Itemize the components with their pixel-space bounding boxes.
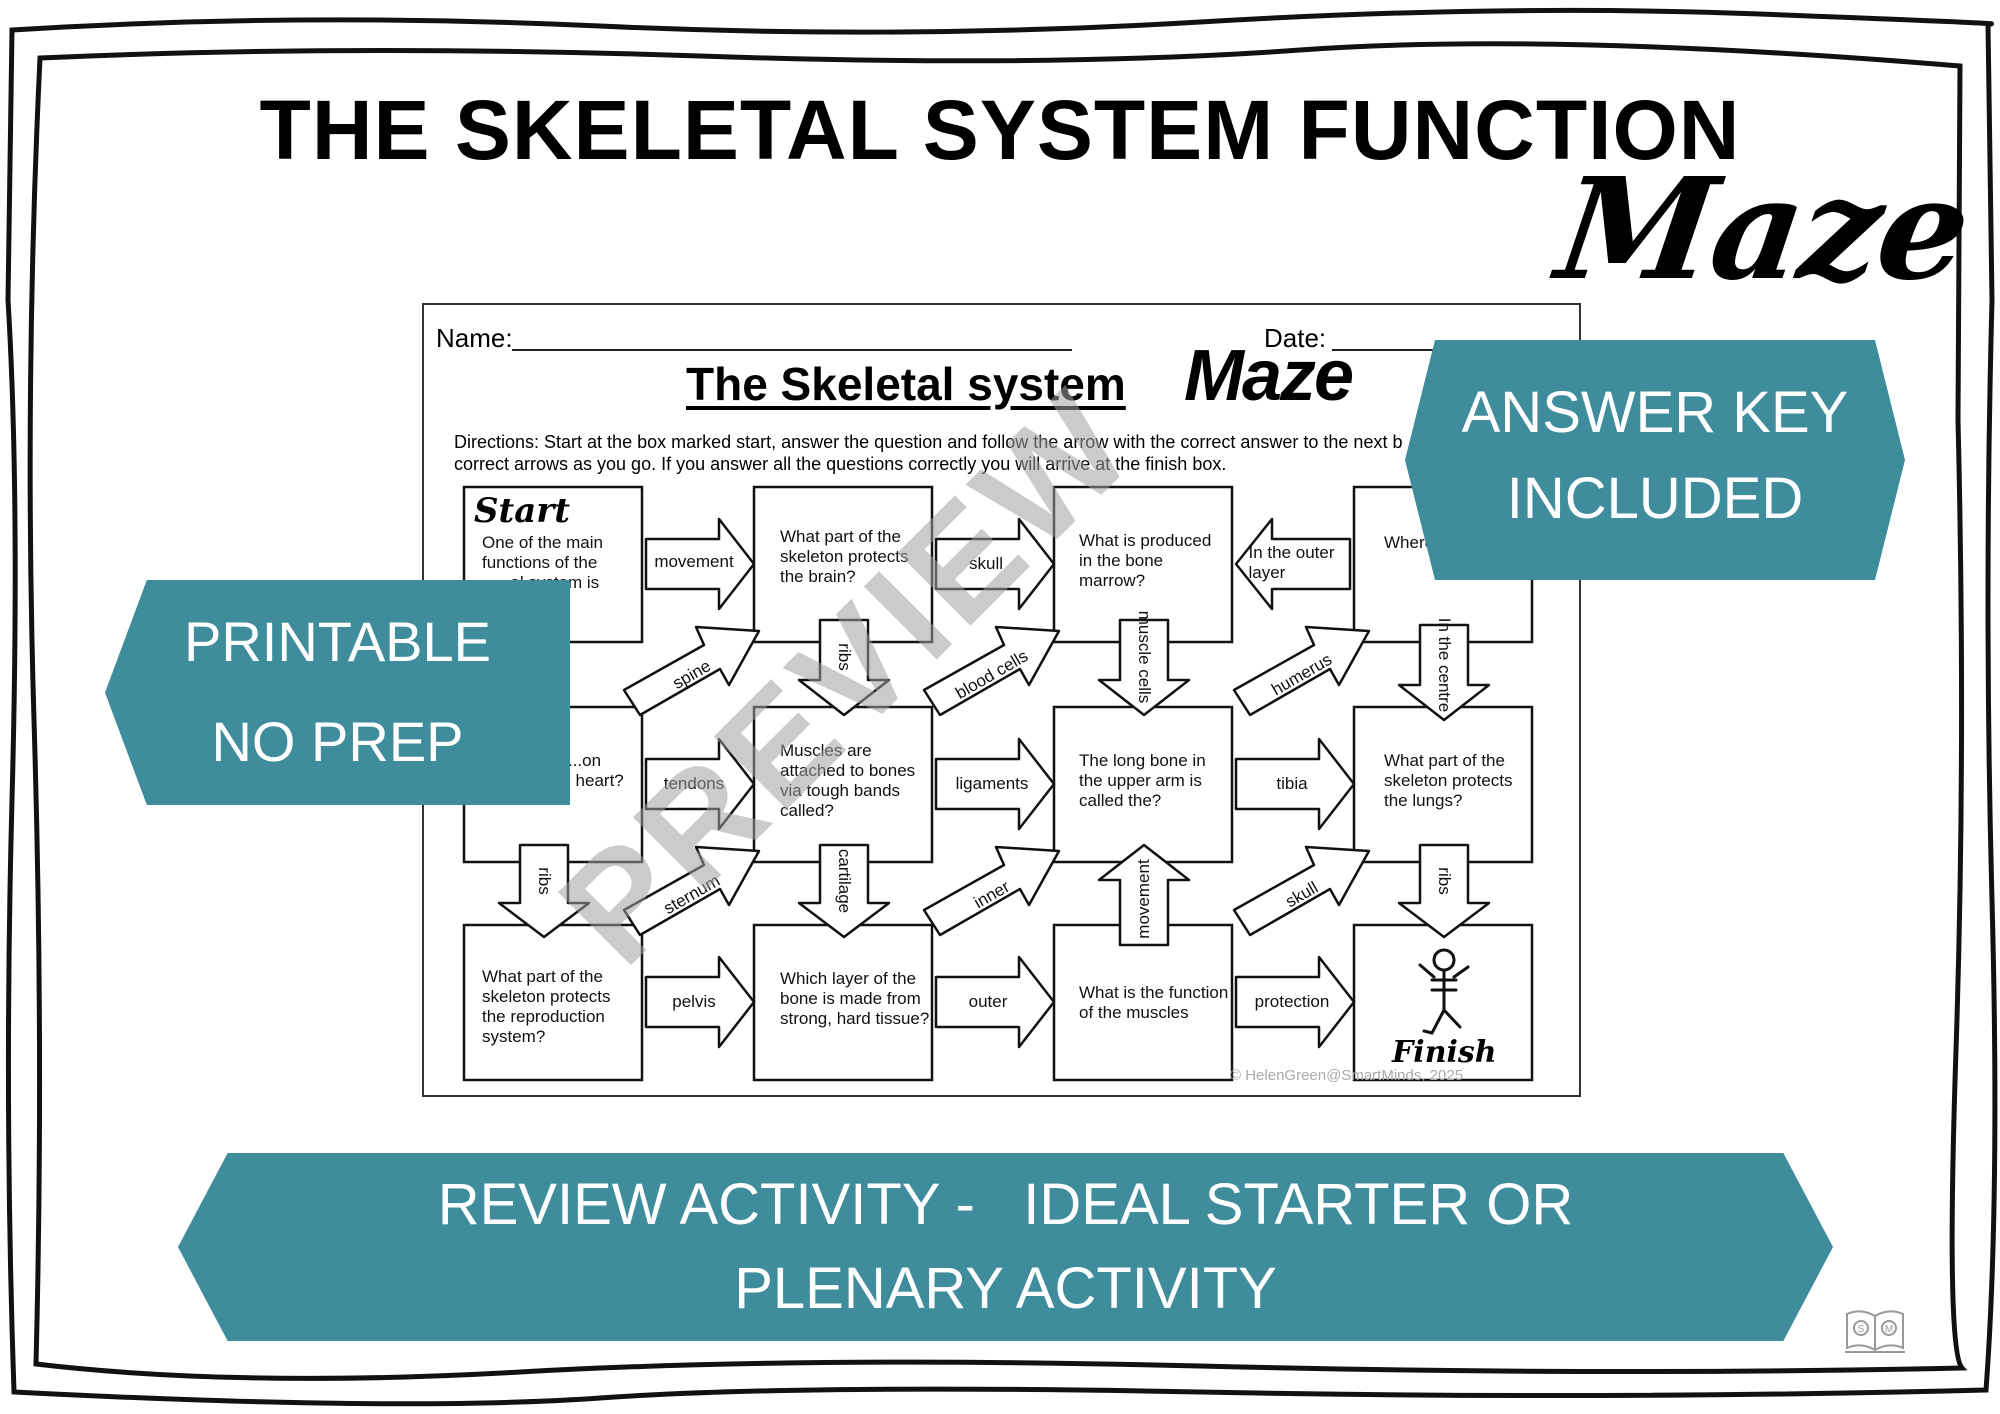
arrow-label-movement-up: movement: [1134, 859, 1153, 939]
arrow-label-outer: outer: [968, 992, 1008, 1011]
arrow-ribs-mid: [797, 618, 891, 717]
arrow-ribs-left: [497, 843, 591, 939]
answer-key-banner: ANSWER KEY INCLUDED: [1405, 340, 1905, 580]
maze-cell-r3c2: [752, 923, 934, 1082]
date-line: [1332, 349, 1482, 351]
arrow-ribs-right: [1397, 843, 1491, 939]
copyright-text: © HelenGreen@SmartMinds, 2025: [1230, 1067, 1464, 1084]
cell-text-r3c2: Which layer of the bone is made from str…: [780, 969, 930, 1028]
arrow-cartilage: [797, 843, 891, 939]
review-activity-banner: REVIEW ACTIVITY - IDEAL STARTER OR PLENA…: [178, 1153, 1833, 1341]
arrow-label-outer-layer: In the outer layer: [1248, 543, 1335, 582]
arrow-ligaments: [934, 737, 1056, 831]
arrow-spine: [622, 625, 761, 717]
svg-text:M: M: [1885, 1324, 1893, 1335]
maze-cell-r1c2: [752, 485, 934, 644]
worksheet-script-word: Maze: [1184, 336, 1354, 416]
start-label: Start: [474, 491, 570, 531]
arrow-outer: [934, 955, 1056, 1049]
worksheet-preview: Name: Date: The Skeletal system Maze Dir…: [422, 303, 1581, 1097]
cell-text-r2c2: Muscles are attached to bones via tough …: [780, 741, 916, 820]
arrow-label-in-the-centre: In the centre: [1435, 617, 1454, 713]
maze-cell-r2c3: [1052, 705, 1234, 864]
arrow-label-skull-top: skull: [968, 554, 1004, 573]
arrow-skull-top: [934, 517, 1056, 611]
cell-text-r3c1: What part of the skeleton protects the r…: [482, 967, 611, 1046]
date-label: Date:: [1264, 323, 1327, 353]
arrow-outer-layer: [1234, 517, 1352, 611]
arrow-label-ligaments: ligaments: [955, 774, 1029, 793]
skeleton-dancing-icon: [1418, 948, 1470, 1035]
arrow-label-muscle-cells: muscle cells: [1135, 610, 1154, 704]
arrow-movement-top: [644, 517, 756, 611]
arrow-pelvis: [644, 955, 756, 1049]
cell-text-r3c3: What is the function of the muscles: [1079, 983, 1229, 1022]
title-script-word: Maze: [1548, 148, 1978, 312]
arrow-label-ribs-right: ribs: [1435, 867, 1454, 895]
arrow-label-tibia: tibia: [1276, 774, 1308, 793]
arrow-muscle-cells: [1097, 618, 1191, 717]
page-title: THE SKELETAL SYSTEM FUNCTION: [259, 83, 1741, 177]
arrow-label-pelvis: pelvis: [672, 992, 716, 1011]
worksheet-title: The Skeletal system: [686, 358, 1126, 410]
arrow-movement-up: [1097, 843, 1191, 947]
cell-text-r2c3: The long bone in the upper arm is called…: [1079, 751, 1206, 810]
maze-cell-r2c2: [752, 705, 934, 864]
cell-text-r2c4: What part of the skeleton protects the l…: [1384, 751, 1513, 810]
arrow-in-the-centre: [1397, 623, 1491, 722]
arrow-label-cartilage: cartilage: [835, 848, 854, 914]
cell-text-r1c3: What is produced in the bone marrow?: [1079, 531, 1212, 590]
review-line-2: PLENARY ACTIVITY: [734, 1256, 1277, 1321]
maze-cell-r3c1: [462, 923, 644, 1082]
arrow-sternum: [622, 845, 761, 937]
cell-text-r1c2: What part of the skeleton protects the b…: [780, 527, 909, 586]
answer-key-line-2: INCLUDED: [1506, 466, 1804, 531]
directions-line-2: correct arrows as you go. If you answer …: [454, 454, 1227, 474]
arrow-tendons: [644, 737, 756, 831]
name-label: Name:: [436, 323, 513, 353]
maze-cell-r2c4: [1352, 705, 1534, 864]
finish-label: Finish: [1392, 1035, 1497, 1070]
arrow-skull-low: [1232, 845, 1371, 937]
open-book-logo-icon: S M: [1845, 1310, 1905, 1353]
directions-line-1: Directions: Start at the box marked star…: [454, 432, 1403, 452]
arrow-label-tendons: tendons: [663, 774, 725, 793]
arrow-tibia: [1234, 737, 1356, 831]
svg-text:S: S: [1858, 1324, 1865, 1335]
arrow-label-protection: protection: [1254, 992, 1330, 1011]
maze-cell-r1c3: [1052, 485, 1234, 644]
answer-key-line-1: ANSWER KEY: [1461, 380, 1849, 445]
arrow-protection: [1234, 955, 1356, 1049]
arrow-blood-cells: [922, 625, 1061, 717]
arrow-inner: [922, 845, 1061, 937]
arrow-label-movement-top: movement: [654, 552, 734, 571]
printable-banner: PRINTABLE NO PREP: [105, 580, 570, 805]
name-line: [512, 349, 1072, 351]
review-line-1: REVIEW ACTIVITY - IDEAL STARTER OR: [437, 1172, 1574, 1237]
printable-line-1: PRINTABLE: [183, 610, 492, 673]
maze-cell-r3c3: [1052, 923, 1234, 1082]
arrow-humerus: [1232, 625, 1371, 717]
printable-line-2: NO PREP: [211, 710, 464, 773]
